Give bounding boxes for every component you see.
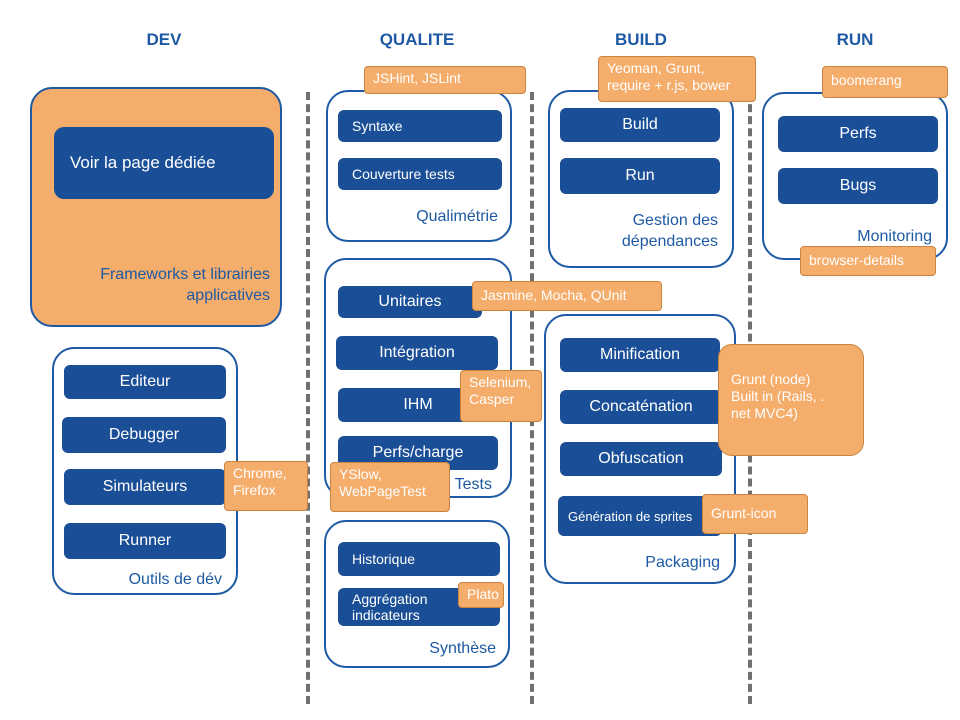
group-label-monitoring: Monitoring	[857, 228, 932, 245]
group-label-synthese: Synthèse	[429, 640, 496, 657]
runner-button[interactable]: Runner	[64, 523, 226, 559]
column-header-build: BUILD	[615, 30, 667, 49]
divider-dev-qualite	[306, 92, 310, 704]
tag-chrome-firefox-line2: Firefox	[233, 482, 276, 498]
perfs-run-button[interactable]: Perfs	[778, 116, 938, 152]
tag-chrome-firefox-line1: Chrome,	[233, 465, 287, 481]
tag-selenium-casper-line2: Casper	[469, 391, 515, 407]
bugs-button[interactable]: Bugs	[778, 168, 938, 204]
tag-selenium-casper-line1: Selenium,	[469, 374, 532, 390]
tag-boomerang: boomerang	[822, 66, 948, 98]
obfuscation-button[interactable]: Obfuscation	[560, 442, 722, 476]
tag-grunt-node: Grunt (node) Built in (Rails, . net MVC4…	[718, 344, 864, 456]
group-label-dependances-line2: dépendances	[621, 233, 718, 250]
tag-yslow-webpagetest-line2: WebPageTest	[339, 483, 426, 499]
build-button[interactable]: Build	[560, 108, 720, 142]
tag-plato: Plato	[458, 582, 504, 608]
voir-page-dediee-button[interactable]: Voir la page dédiée	[54, 127, 274, 199]
group-label-qualimetrie: Qualimétrie	[416, 208, 498, 225]
couverture-tests-button[interactable]: Couverture tests	[338, 158, 502, 190]
tag-selenium-casper: Selenium, Casper	[460, 370, 542, 422]
group-label-outils: Outils de dév	[128, 571, 222, 588]
tag-grunt-node-line2: Built in (Rails, .	[731, 388, 825, 404]
column-header-qualite: QUALITE	[379, 30, 455, 49]
group-label-dependances-line1: Gestion des	[632, 212, 718, 229]
group-label-dependances: Gestion des dépendances	[560, 210, 718, 252]
tag-grunt-node-line1: Grunt (node)	[731, 371, 811, 387]
tag-grunt-icon: Grunt-icon	[702, 494, 808, 534]
column-header-dev: DEV	[146, 30, 182, 49]
historique-button[interactable]: Historique	[338, 542, 500, 576]
tag-jshint-jslint: JSHint, JSLint	[364, 66, 526, 94]
group-qualimetrie: Syntaxe Couverture tests Qualimétrie	[326, 90, 512, 242]
tag-grunt-node-line3: net MVC4)	[731, 405, 798, 421]
tag-browser-details: browser-details	[800, 246, 936, 276]
group-gestion-dependances: Build Run Gestion des dépendances	[548, 90, 734, 268]
tag-jasmine-mocha-qunit: Jasmine, Mocha, QUnit	[472, 281, 662, 311]
aggregation-line1: Aggrégation	[352, 591, 428, 607]
group-packaging: Minification Concaténation Obfuscation G…	[544, 314, 736, 584]
minification-button[interactable]: Minification	[560, 338, 720, 372]
perfs-charge-button[interactable]: Perfs/charge	[338, 436, 498, 470]
generation-sprites-button[interactable]: Génération de sprites	[558, 496, 722, 536]
column-header-run: RUN	[836, 30, 874, 49]
tag-yslow-webpagetest: YSlow, WebPageTest	[330, 462, 450, 512]
debugger-button[interactable]: Debugger	[62, 417, 226, 453]
concatenation-button[interactable]: Concaténation	[560, 390, 722, 424]
syntaxe-button[interactable]: Syntaxe	[338, 110, 502, 142]
group-frameworks: Voir la page dédiée Frameworks et librai…	[30, 87, 282, 327]
integration-button[interactable]: Intégration	[336, 336, 498, 370]
aggregation-line2: indicateurs	[352, 607, 420, 623]
simulateurs-button[interactable]: Simulateurs	[64, 469, 226, 505]
group-label-frameworks-line2: applicatives	[186, 287, 270, 304]
run-button[interactable]: Run	[560, 158, 720, 194]
group-monitoring: Perfs Bugs Monitoring	[762, 92, 948, 260]
editeur-button[interactable]: Editeur	[64, 365, 226, 399]
group-label-packaging: Packaging	[645, 554, 720, 571]
tag-yeoman-grunt-line2: require + r.js, bower	[607, 77, 731, 93]
group-label-frameworks-line1: Frameworks et librairies	[100, 266, 270, 283]
group-label-frameworks: Frameworks et librairies applicatives	[42, 264, 270, 306]
tag-chrome-firefox: Chrome, Firefox	[224, 461, 308, 511]
group-outils-dev: Editeur Debugger Simulateurs Runner Outi…	[52, 347, 238, 595]
unitaires-button[interactable]: Unitaires	[338, 286, 482, 318]
tag-yslow-webpagetest-line1: YSlow,	[339, 466, 382, 482]
group-label-tests: Tests	[454, 476, 492, 493]
tag-yeoman-grunt: Yeoman, Grunt, require + r.js, bower	[598, 56, 756, 102]
group-synthese: Historique Aggrégation indicateurs Synth…	[324, 520, 510, 668]
tag-yeoman-grunt-line1: Yeoman, Grunt,	[607, 60, 705, 76]
